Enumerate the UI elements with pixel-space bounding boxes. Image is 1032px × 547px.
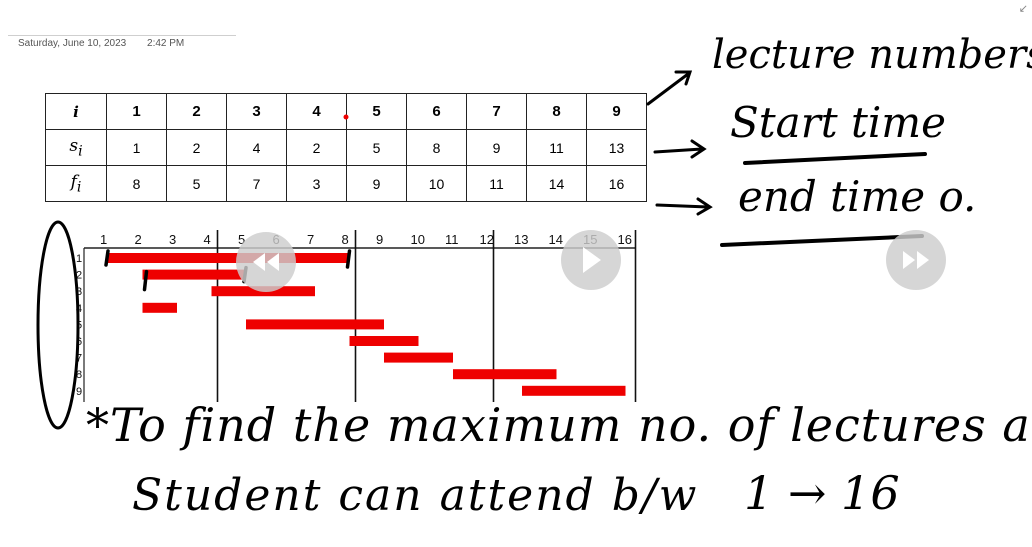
lecture-bar	[142, 302, 177, 313]
diagonal-arrow-icon[interactable]: ↙	[1018, 3, 1028, 15]
table-header-cell: 7	[466, 93, 527, 130]
table-header-cell: 4	[286, 93, 347, 130]
table-cell: 2	[286, 129, 347, 166]
axis-tick-label: 9	[376, 232, 383, 247]
timeline-row-label: 9	[76, 386, 82, 398]
axis-tick-label: 2	[135, 232, 142, 247]
fast-forward-button[interactable]	[886, 230, 946, 290]
table-cell: 9	[346, 165, 407, 202]
header-divider	[8, 35, 236, 36]
timeline-row-label: 7	[76, 353, 82, 365]
table-header-cell: 1	[106, 93, 167, 130]
ink-tick-mark	[104, 249, 110, 267]
table-header-row: i 1 2 3 4 5 6 7 8 9	[45, 93, 647, 130]
arrow-to-lecture-numbers	[646, 70, 693, 106]
table-row-finish-times: fi 8 5 7 3 9 10 11 14 16	[45, 165, 647, 202]
timeline-row-label: 3	[76, 286, 82, 298]
arrow-to-start-time	[653, 139, 707, 159]
ink-tick-mark	[345, 249, 352, 269]
lecture-bar	[453, 369, 557, 380]
table-cell: 2	[166, 129, 227, 166]
table-row-start-times: si 1 2 4 2 5 8 9 11 13	[45, 129, 647, 166]
rewind-button[interactable]	[236, 232, 296, 292]
note-range: 1 → 16	[744, 466, 900, 520]
lecture-bar	[384, 352, 453, 363]
row-label-start: si	[45, 129, 107, 166]
axis-tick-label: 13	[514, 232, 528, 247]
fast-forward-icon	[903, 251, 929, 269]
page-date: Saturday, June 10, 2023	[18, 38, 127, 49]
lecture-bar	[108, 253, 350, 263]
lecture-bar	[246, 319, 384, 330]
play-button[interactable]	[561, 230, 621, 290]
table-cell: 5	[166, 165, 227, 202]
table-cell: 13	[586, 129, 647, 166]
axis-tick-label: 3	[169, 232, 176, 247]
timeline-row-label: 1	[76, 253, 82, 265]
lecture-bar	[522, 385, 626, 396]
note-line-1: *To find the maximum no. of lectures a	[86, 398, 1031, 452]
annotation-end-time: end time o.	[738, 172, 977, 221]
lecture-bar	[349, 336, 419, 346]
axis-tick-label: 7	[307, 232, 314, 247]
table-header-cell: 5	[346, 93, 407, 130]
axis-tick-label: 4	[204, 232, 211, 247]
play-icon	[583, 247, 601, 273]
note-line-2: Student can attend b/w	[132, 470, 699, 521]
axis-tick-label: 1	[100, 232, 107, 247]
axis-tick-label: 5	[238, 232, 245, 247]
table-cell: 7	[226, 165, 287, 202]
table-header-cell: 9	[586, 93, 647, 130]
ink-dot	[343, 114, 349, 120]
table-cell: 16	[586, 165, 647, 202]
page-header: Saturday, June 10, 2023 2:42 PM	[18, 38, 184, 49]
axis-tick-label: 8	[342, 232, 349, 247]
annotation-lecture-numbers: lecture numbers	[712, 32, 1032, 78]
ink-tick-mark	[142, 269, 149, 292]
axis-tick-label: 11	[445, 232, 459, 247]
arrow-to-end-time	[655, 197, 713, 216]
lecture-table: i 1 2 3 4 5 6 7 8 9 si 1 2 4 2 5 8 9 11 …	[45, 93, 647, 202]
lecture-bar	[142, 269, 246, 280]
axis-tick-label: 16	[618, 232, 632, 247]
axis-tick-label: 10	[411, 232, 425, 247]
table-cell: 10	[406, 165, 467, 202]
table-cell: 3	[286, 165, 347, 202]
row-labels-circle	[36, 220, 80, 430]
start-time-underline	[743, 152, 927, 165]
timeline-row-label: 2	[76, 270, 82, 282]
rewind-icon	[253, 253, 279, 271]
axis-tick-label: 14	[549, 232, 563, 247]
annotation-start-time: Start time	[730, 98, 946, 147]
axis-tick-label: 12	[480, 232, 494, 247]
page-time: 2:42 PM	[147, 38, 185, 49]
timeline-row-label: 8	[76, 369, 82, 381]
